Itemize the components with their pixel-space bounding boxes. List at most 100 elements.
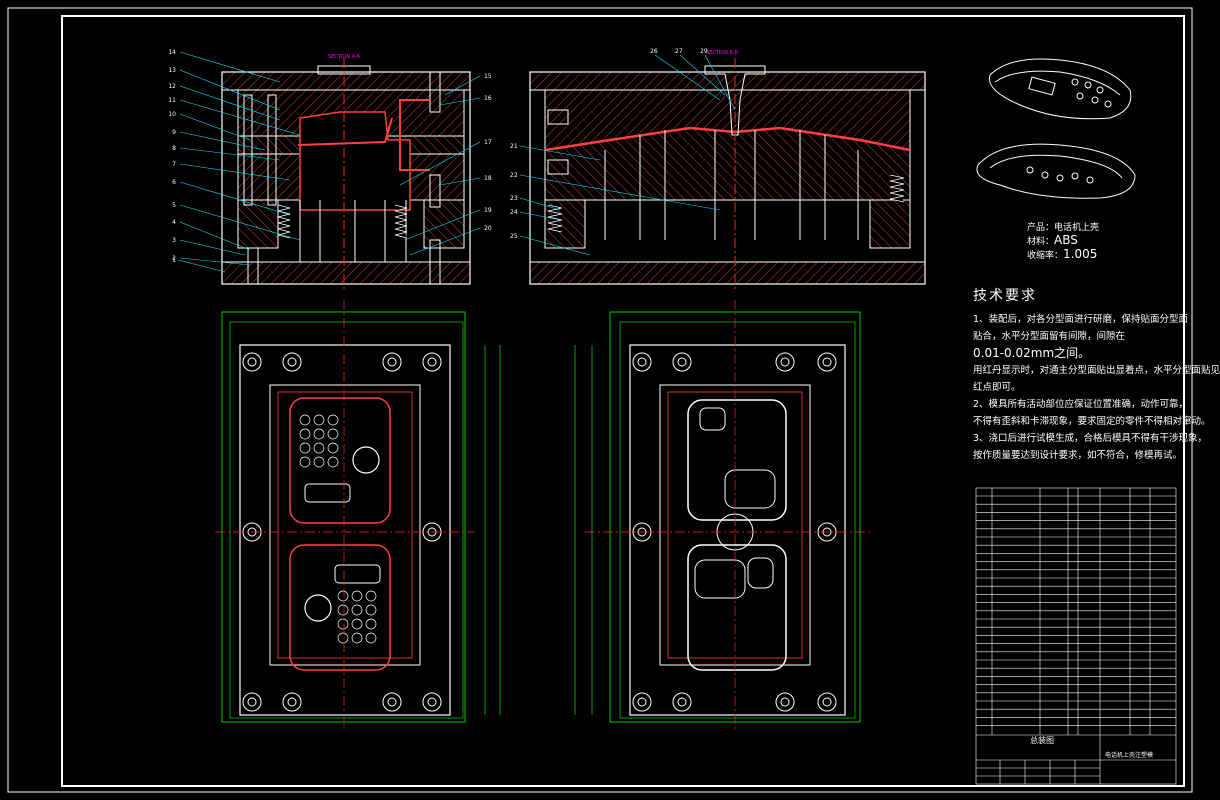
bolt-hole <box>672 352 692 372</box>
callout-number: 7 <box>172 161 176 168</box>
bolt-hole <box>775 352 795 372</box>
callout-number: 3 <box>172 237 176 244</box>
callout-number: 25 <box>510 233 518 240</box>
callout-number: 2 <box>172 255 176 262</box>
callout-number: 20 <box>484 225 492 232</box>
key-outline <box>299 456 311 468</box>
bolt-hole <box>387 697 397 707</box>
bolt-hole <box>382 352 402 372</box>
callout-number: 19 <box>484 207 492 214</box>
key-outline <box>327 442 339 454</box>
tech-line: 贴合，水平分型面留有间隙，间隙在 <box>973 331 1126 342</box>
tech-line: 3、浇口后进行试模生成，合格后模具不得有干涉现象， <box>973 433 1208 444</box>
callout-number: 4 <box>172 219 176 226</box>
bolt-hole <box>247 697 257 707</box>
plan-view-right <box>574 300 870 730</box>
bolt-hole <box>632 352 652 372</box>
bolt-hole <box>242 692 262 712</box>
key-outline <box>351 604 363 616</box>
bolt-hole <box>677 697 687 707</box>
key-outline <box>313 414 325 426</box>
callout-number: 22 <box>510 172 518 179</box>
key-outline <box>327 428 339 440</box>
tech-heading: 技术要求 <box>973 288 1037 304</box>
callout-number: 6 <box>172 179 176 186</box>
callout-number: 18 <box>484 175 492 182</box>
bolt-hole <box>817 522 837 542</box>
key-outline <box>313 442 325 454</box>
bolt-hole <box>632 522 652 542</box>
bolt-hole <box>387 357 397 367</box>
tech-line: 2、模具所有活动部位应保证位置准确，动作可靠， <box>973 399 1189 410</box>
callout-number: 16 <box>484 95 492 102</box>
key-outline <box>351 618 363 630</box>
callout-number: 17 <box>484 139 492 146</box>
callout-number: 8 <box>172 145 176 152</box>
callout-number: 13 <box>168 67 176 74</box>
key-outline <box>337 604 349 616</box>
callout-number: 11 <box>168 97 176 104</box>
tech-line: 0.01-0.02mm之间。 <box>973 346 1091 360</box>
product-isometric-top <box>988 58 1132 120</box>
callout-number: 12 <box>168 83 176 90</box>
key-outline <box>337 618 349 630</box>
bolt-hole <box>427 357 437 367</box>
callout-number: 24 <box>510 209 518 216</box>
callout-number: 26 <box>650 48 658 55</box>
shrink-label: 收缩率： <box>1027 251 1064 261</box>
key-outline <box>299 414 311 426</box>
bolt-hole <box>247 357 257 367</box>
product-name: 产品：电话机上壳 <box>1027 223 1100 233</box>
key-outline <box>299 428 311 440</box>
product-info: 产品：电话机上壳 材料：ABS 收缩率：1.005 <box>1027 222 1099 262</box>
bolt-hole <box>637 697 647 707</box>
bolt-hole <box>287 357 297 367</box>
callout-number: 1 <box>172 257 176 264</box>
callout-number: 29 <box>700 48 708 55</box>
key-outline <box>313 428 325 440</box>
tech-line: 红点即可。 <box>973 382 1021 393</box>
key-outline <box>337 590 349 602</box>
key-outline <box>365 632 377 644</box>
bolt-hole <box>422 352 442 372</box>
key-outline <box>365 604 377 616</box>
sheet-border-inner <box>61 15 1185 787</box>
section-b-label: SECTION B-B <box>706 50 739 56</box>
key-outline <box>351 632 363 644</box>
bolt-hole <box>382 692 402 712</box>
bolt-hole <box>817 352 837 372</box>
key-outline <box>365 618 377 630</box>
key-outline <box>365 590 377 602</box>
tech-line: 不得有歪斜和卡滞现象，要求固定的零件不得相对窜动。 <box>973 416 1211 427</box>
bill-of-materials-table <box>975 487 1177 785</box>
material-value: ABS <box>1054 233 1078 247</box>
bolt-hole <box>632 692 652 712</box>
callout-number: 10 <box>168 111 176 118</box>
key-outline <box>327 414 339 426</box>
bolt-hole <box>242 352 262 372</box>
key-outline <box>337 632 349 644</box>
bolt-hole <box>775 692 795 712</box>
bolt-hole <box>822 697 832 707</box>
title-block-subtitle: 电话机上壳注塑模 <box>1105 752 1154 759</box>
bom-border <box>975 487 1177 785</box>
tech-line: 用红丹显示时，对通主分型面贴出显着点，水平分型面贴见 <box>973 365 1220 376</box>
key-outline <box>327 456 339 468</box>
sheet-border-outer <box>7 7 1193 793</box>
bolt-hole <box>817 692 837 712</box>
bolt-hole <box>822 357 832 367</box>
callout-number: 5 <box>172 202 176 209</box>
bolt-hole <box>287 697 297 707</box>
plan-view-left <box>215 300 501 730</box>
callout-number: 15 <box>484 73 492 80</box>
bolt-hole <box>677 357 687 367</box>
technical-requirements: 技术要求 1、装配后，对各分型面进行研磨，保持贴面分型面 贴合，水平分型面留有间… <box>973 285 1220 464</box>
callout-number: 21 <box>510 143 518 150</box>
tech-line: 1、装配后，对各分型面进行研磨，保持贴面分型面 <box>973 314 1189 325</box>
bolt-hole <box>427 697 437 707</box>
product-isometric-bottom <box>976 143 1136 199</box>
